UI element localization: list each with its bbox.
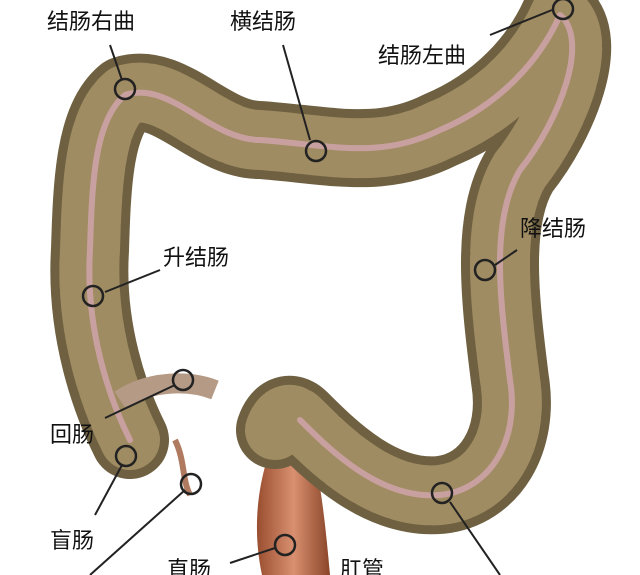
- colon: [50, 0, 612, 535]
- label-ileum: 回肠: [50, 423, 95, 448]
- label-descending-colon: 降结肠: [520, 217, 587, 242]
- label-transverse-colon: 横结肠: [230, 10, 297, 35]
- marker-circles: [81, 0, 575, 557]
- ileum: [114, 373, 219, 409]
- label-hepatic-flexure: 结肠右曲: [47, 10, 136, 35]
- label-cecum: 盲肠: [50, 529, 95, 554]
- label-rectum: 直肠: [167, 558, 212, 575]
- label-ascending-colon: 升结肠: [163, 246, 230, 271]
- label-anal-canal: 肛管: [340, 558, 385, 575]
- appendix: [172, 438, 193, 497]
- leader-lines: [89, 9, 553, 575]
- watermark: 快传号: [380, 545, 470, 575]
- label-splenic-flexure: 结肠左曲: [378, 44, 467, 69]
